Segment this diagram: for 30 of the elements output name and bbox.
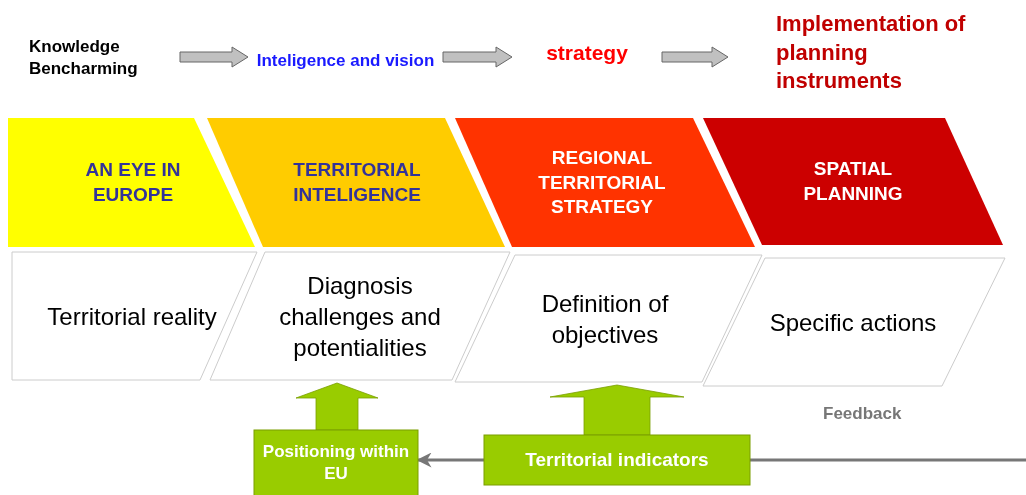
- phase-parallelogram: [8, 118, 256, 248]
- connector-line: [750, 458, 1026, 462]
- box-label: Definition of objectives: [540, 288, 670, 350]
- block-arrow: [295, 382, 379, 431]
- box-label: Specific actions: [768, 307, 938, 338]
- block-arrow: [549, 384, 685, 436]
- phase-parallelogram: [207, 118, 507, 248]
- box-label: Diagnosis challenges and potentialities: [278, 270, 442, 364]
- phase-parallelogram: [703, 118, 1005, 246]
- indicator-box: [254, 430, 418, 495]
- phase-parallelogram: [455, 118, 757, 248]
- indicator-box: [484, 435, 750, 485]
- arrow: [179, 46, 249, 68]
- stage-heading: Knowledge Bencharming: [25, 30, 180, 86]
- arrow: [661, 46, 729, 68]
- description-parallelogram: [455, 255, 763, 383]
- stage-heading: Inteligence and vision: [248, 36, 443, 86]
- box-label: Territorial indicators: [524, 447, 710, 472]
- arrow: [442, 46, 513, 68]
- box-label: AN EYE IN EUROPE: [84, 158, 182, 207]
- description-parallelogram: [703, 258, 1006, 387]
- box-label: TERRITORIAL INTELIGENCE: [292, 158, 422, 207]
- box-label: Territorial reality: [46, 301, 218, 332]
- arrow: [416, 452, 484, 468]
- stage-heading: strategy: [512, 38, 662, 68]
- box-label: SPATIAL PLANNING: [802, 157, 904, 206]
- box-label: Positioning within EU: [261, 440, 411, 485]
- description-parallelogram: [12, 252, 258, 381]
- box-label: REGIONAL TERRITORIAL STRATEGY: [537, 145, 667, 220]
- stage-heading: Implementation of planning instruments: [728, 8, 988, 98]
